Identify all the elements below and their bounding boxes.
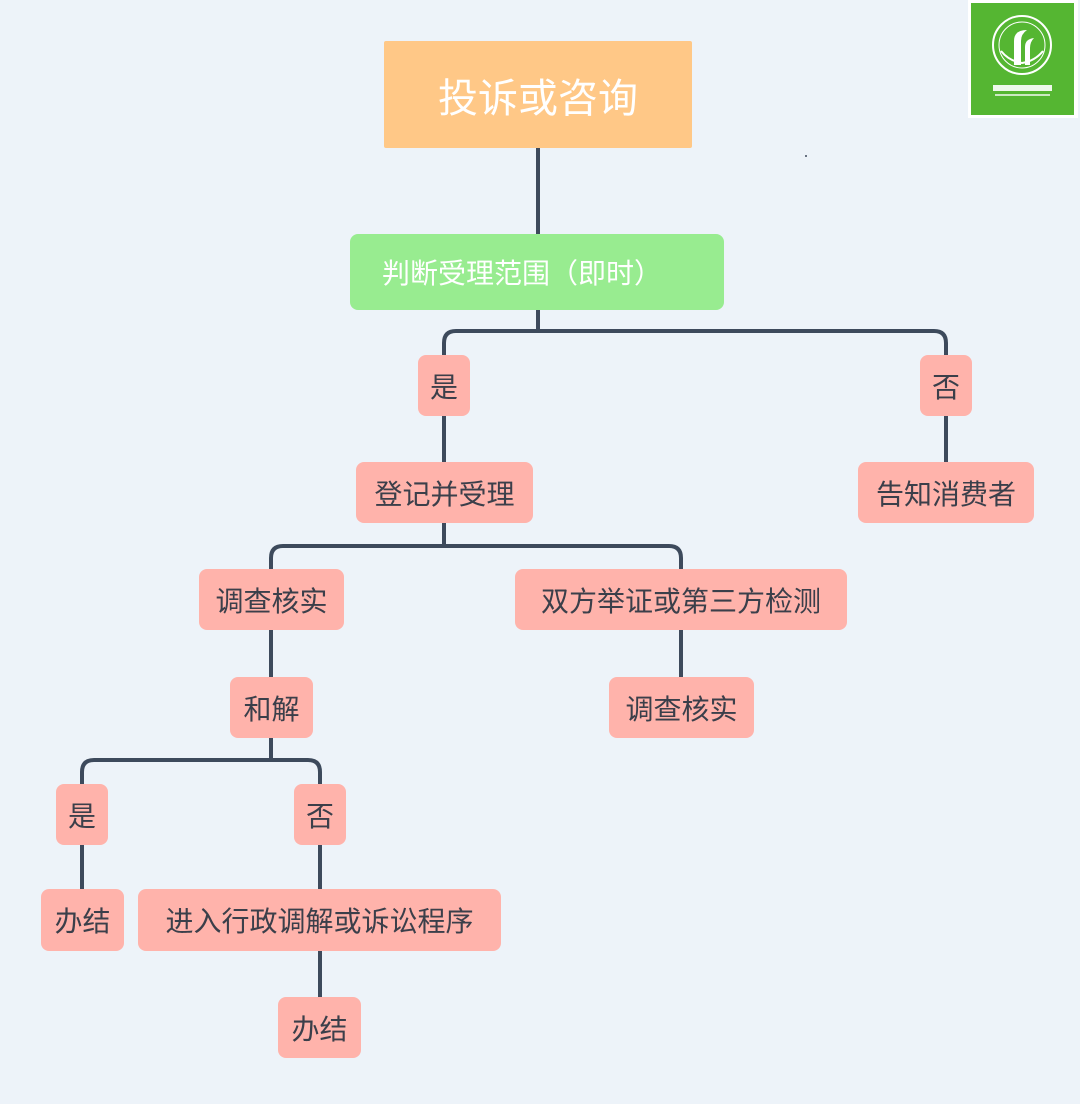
node-register[interactable]: 登记并受理 [356,462,533,523]
node-reconcile[interactable]: 和解 [230,677,313,738]
node-investigate-2[interactable]: 调查核实 [609,677,754,738]
node-done-2[interactable]: 办结 [278,997,361,1058]
connector-reconcile-branch [80,736,322,786]
leaf-emblem-icon [992,15,1052,96]
connector-judge-branch [442,308,948,357]
node-no-accept[interactable]: 否 [920,355,972,416]
node-notify-consumer[interactable]: 告知消费者 [858,462,1034,523]
node-yes-accept[interactable]: 是 [418,355,470,416]
node-yes-reconcile[interactable]: 是 [56,784,108,845]
node-no-reconcile[interactable]: 否 [294,784,346,845]
node-complaint-or-inquiry[interactable]: 投诉或咨询 [384,41,692,148]
node-judge-scope[interactable]: 判断受理范围（即时） [350,234,724,310]
association-logo [968,0,1078,118]
connector-register-branch [269,521,683,571]
node-litigation[interactable]: 进入行政调解或诉讼程序 [138,889,501,951]
node-done-1[interactable]: 办结 [41,889,124,951]
logo-panel [971,3,1074,115]
node-evidence-or-testing[interactable]: 双方举证或第三方检测 [515,569,847,630]
stray-dot [805,155,807,157]
node-investigate[interactable]: 调查核实 [199,569,344,630]
